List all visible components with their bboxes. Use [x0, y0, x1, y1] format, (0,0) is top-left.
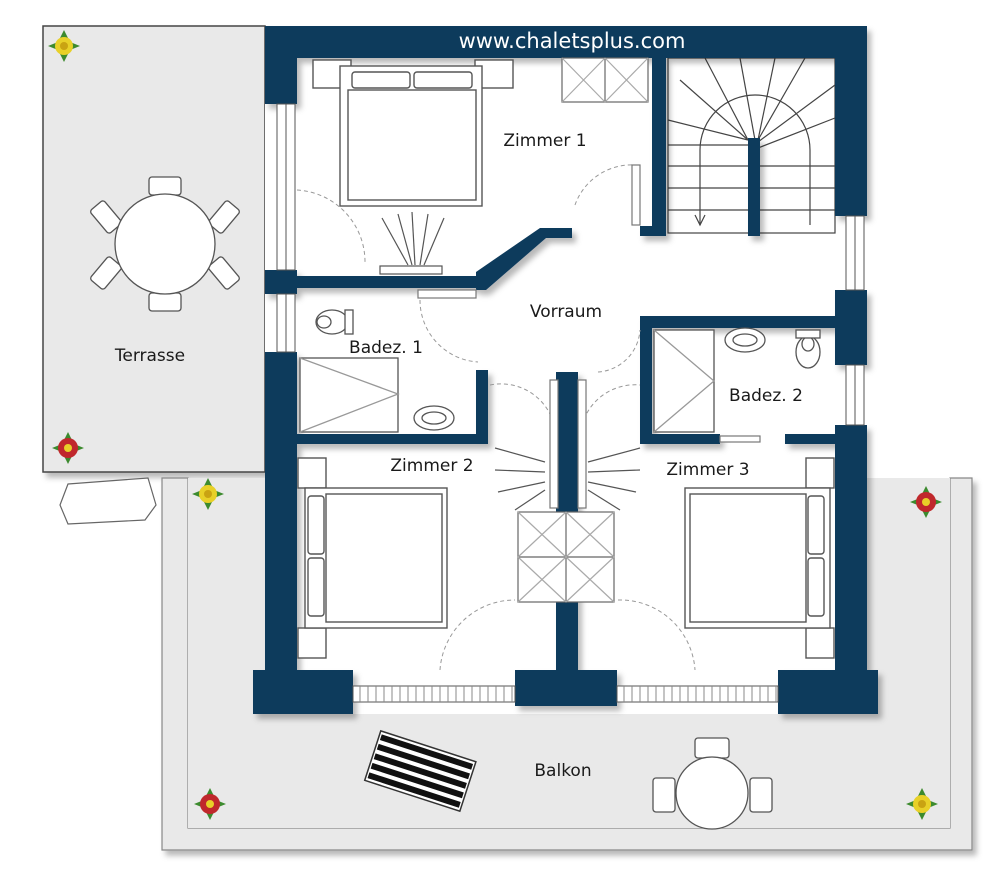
- window-hatching: [359, 686, 777, 702]
- label-badez-1: Badez. 1: [349, 338, 423, 358]
- terrace-table: [90, 176, 240, 312]
- flower-pot-icon: [52, 432, 84, 464]
- label-terrasse: Terrasse: [114, 346, 185, 366]
- flower-pot-icon: [48, 30, 80, 62]
- label-badez-2: Badez. 2: [729, 386, 803, 406]
- sun-lounger: [363, 729, 477, 813]
- label-vorraum: Vorraum: [530, 302, 602, 322]
- label-zimmer-2: Zimmer 2: [390, 456, 473, 476]
- terrace-step: [59, 477, 157, 525]
- wardrobes: [517, 57, 649, 603]
- door-leaves: [417, 164, 761, 509]
- bathroom-fixtures: [299, 309, 821, 433]
- windows: [276, 103, 865, 703]
- flower-pot-icon: [194, 788, 226, 820]
- label-zimmer-3: Zimmer 3: [666, 460, 749, 480]
- label-balkon: Balkon: [534, 761, 591, 781]
- flower-pot-icon: [910, 486, 942, 518]
- flower-pot-icon: [192, 478, 224, 510]
- website-url: www.chaletsplus.com: [459, 29, 686, 53]
- beds: [297, 59, 835, 659]
- label-zimmer-1: Zimmer 1: [503, 131, 586, 151]
- light-lines: [379, 211, 641, 511]
- balcony-table: [652, 737, 773, 830]
- flower-pot-icon: [906, 788, 938, 820]
